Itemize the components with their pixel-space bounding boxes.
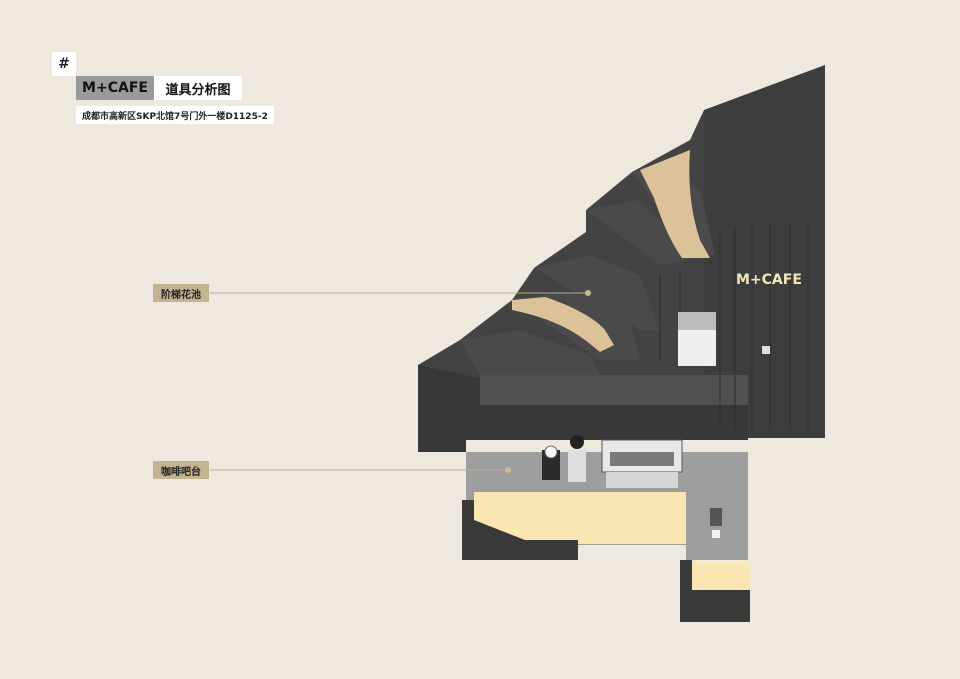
page-title: 道具分析图	[154, 76, 242, 100]
callout-tag-planter: 阶梯花池	[153, 284, 209, 302]
callout-tag-bar: 咖啡吧台	[153, 461, 209, 479]
coffee-grinder	[542, 450, 560, 480]
lower-block-right	[680, 560, 750, 622]
base-band-top	[480, 375, 748, 405]
counter-side-front	[692, 562, 750, 590]
espresso-base	[606, 472, 678, 488]
lower-block-left	[462, 500, 578, 560]
hash-badge: #	[52, 52, 76, 76]
cafe-sign: M+CAFE	[736, 272, 802, 288]
address-label: 成都市高新区SKP北馆7号门外一楼D1125-2	[76, 106, 274, 124]
callout-dot-planter	[585, 290, 591, 296]
cup-small	[712, 530, 720, 538]
white-panel	[678, 330, 716, 366]
back-wall	[704, 65, 825, 438]
espresso-panel	[610, 452, 674, 466]
brand-label: M+CAFE	[76, 76, 154, 100]
machine-top-icon	[570, 435, 584, 449]
planter-wood-upper	[640, 150, 710, 258]
planter-wood-lower	[512, 297, 614, 352]
grinder-hopper-icon	[544, 445, 558, 459]
callout-dot-bar	[505, 467, 511, 473]
wall-slats	[659, 220, 809, 430]
white-panel-top	[678, 312, 716, 330]
small-light	[762, 346, 770, 354]
pos-terminal	[710, 508, 722, 526]
hash-symbol: #	[58, 56, 70, 72]
coffee-machine-small	[568, 450, 586, 482]
